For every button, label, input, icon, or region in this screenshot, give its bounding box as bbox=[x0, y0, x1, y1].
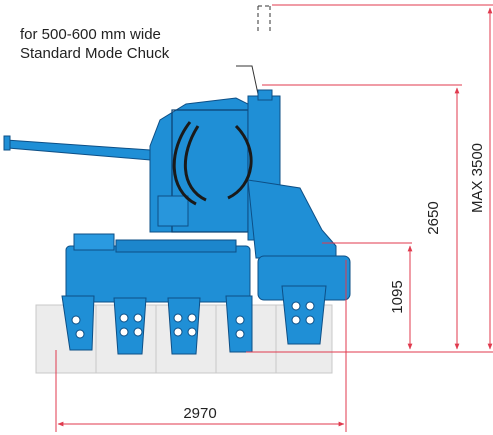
chuck-max-position-outline bbox=[257, 5, 272, 34]
dimension-1095-label: 1095 bbox=[389, 280, 406, 313]
dimension-lines bbox=[55, 4, 493, 432]
dimension-2650-label: 2650 bbox=[425, 201, 442, 234]
hydraulic-hoses bbox=[172, 121, 253, 206]
machine-body bbox=[3, 89, 351, 355]
dimension-width-label: 2970 bbox=[183, 405, 216, 422]
callout-line-2: Standard Mode Chuck bbox=[20, 45, 170, 62]
callout-leader-line bbox=[236, 65, 259, 95]
dimension-max-height-label: MAX 3500 bbox=[469, 143, 486, 213]
callout-line-1: for 500-600 mm wide bbox=[20, 26, 161, 43]
leg-holes bbox=[71, 301, 315, 339]
